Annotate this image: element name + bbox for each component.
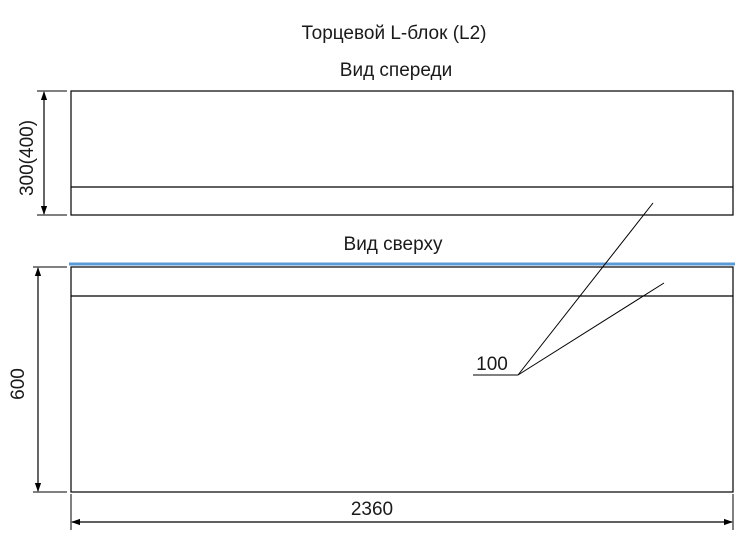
lip-leader-line-front (517, 202, 654, 376)
lip-leader (473, 202, 665, 376)
top-view-caption: Вид сверху (344, 234, 443, 255)
lip-leader-line-top (517, 282, 665, 376)
top-view-outline (70, 266, 734, 493)
front-view-caption: Вид спереди (340, 60, 452, 81)
top-depth-dimension (33, 266, 67, 493)
front-height-label: 300(400) (17, 120, 38, 196)
length-dimension (70, 494, 734, 530)
front-view (70, 90, 734, 216)
top-depth-label: 600 (8, 368, 29, 400)
top-view (70, 266, 734, 493)
lip-label: 100 (476, 354, 508, 375)
drawing-title: Торцевой L-блок (L2) (302, 23, 487, 44)
length-label: 2360 (351, 499, 393, 520)
front-height-dimension (37, 90, 67, 216)
front-view-outline (70, 90, 734, 216)
